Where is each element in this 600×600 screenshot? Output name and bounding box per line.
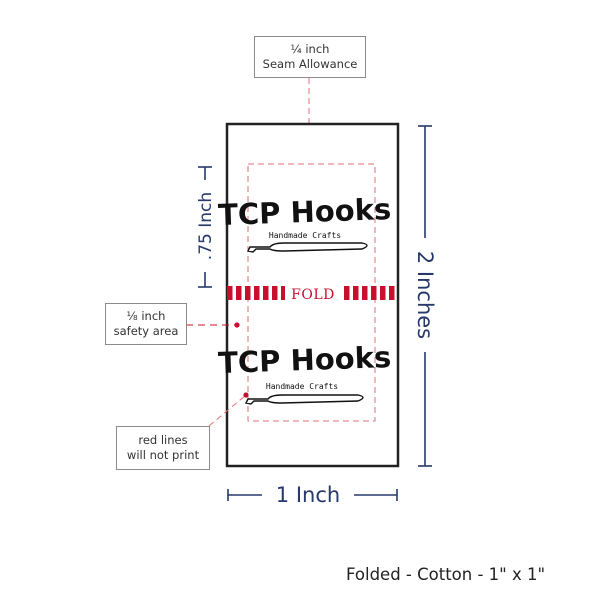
fold-stripe <box>236 286 242 300</box>
fold-stripe <box>263 286 269 300</box>
logo-top: TCP Hooks Handmade Crafts <box>218 192 392 253</box>
logo-subtitle: Handmade Crafts <box>266 382 338 391</box>
width-dimension: 1 Inch <box>227 483 398 507</box>
fold-stripe <box>281 286 287 300</box>
fold-stripe <box>371 286 377 300</box>
logo-subtitle: Handmade Crafts <box>269 231 341 240</box>
height-dimension: 2 Inches <box>413 125 437 467</box>
red-lines-leader-dot <box>243 392 249 398</box>
seam-callout-line1: ¼ inch <box>290 42 330 56</box>
red-lines-callout: red lines will not print <box>116 426 210 470</box>
logo-bottom: TCP Hooks Handmade Crafts <box>218 340 392 405</box>
fold-stripe <box>353 286 359 300</box>
fold-label: FOLD <box>291 287 335 303</box>
height-dimension-label: 2 Inches <box>413 251 437 339</box>
seam-allowance-callout: ¼ inch Seam Allowance <box>254 36 366 78</box>
logo-title: TCP Hooks <box>218 340 392 380</box>
fold-stripe <box>344 286 350 300</box>
fold-stripe <box>245 286 251 300</box>
logo-height-dimension-label: .75 Inch <box>196 192 216 260</box>
red-lines-leader-line <box>208 394 247 427</box>
seam-callout-line2: Seam Allowance <box>262 57 358 71</box>
fold-label-bg <box>285 283 341 303</box>
fold-stripe <box>389 286 395 300</box>
product-caption: Folded - Cotton - 1" x 1" <box>346 565 546 584</box>
logo-height-dimension: .75 Inch <box>196 166 216 288</box>
red-lines-callout-line2: will not print <box>126 448 200 462</box>
fold-stripe <box>254 286 260 300</box>
width-dimension-label: 1 Inch <box>276 483 340 507</box>
logo-title: TCP Hooks <box>218 192 392 232</box>
fold-stripe <box>362 286 368 300</box>
red-lines-callout-line1: red lines <box>138 433 188 447</box>
safety-area-callout: ⅛ inch safety area <box>105 303 187 345</box>
crochet-hook-icon <box>246 242 368 253</box>
fold-stripe <box>380 286 386 300</box>
safety-leader-dot <box>234 322 240 328</box>
safety-callout-line1: ⅛ inch <box>126 309 166 323</box>
fold-stripe <box>227 286 233 300</box>
fold-stripe <box>272 286 278 300</box>
crochet-hook-icon <box>244 394 364 405</box>
safety-callout-line2: safety area <box>113 324 179 338</box>
